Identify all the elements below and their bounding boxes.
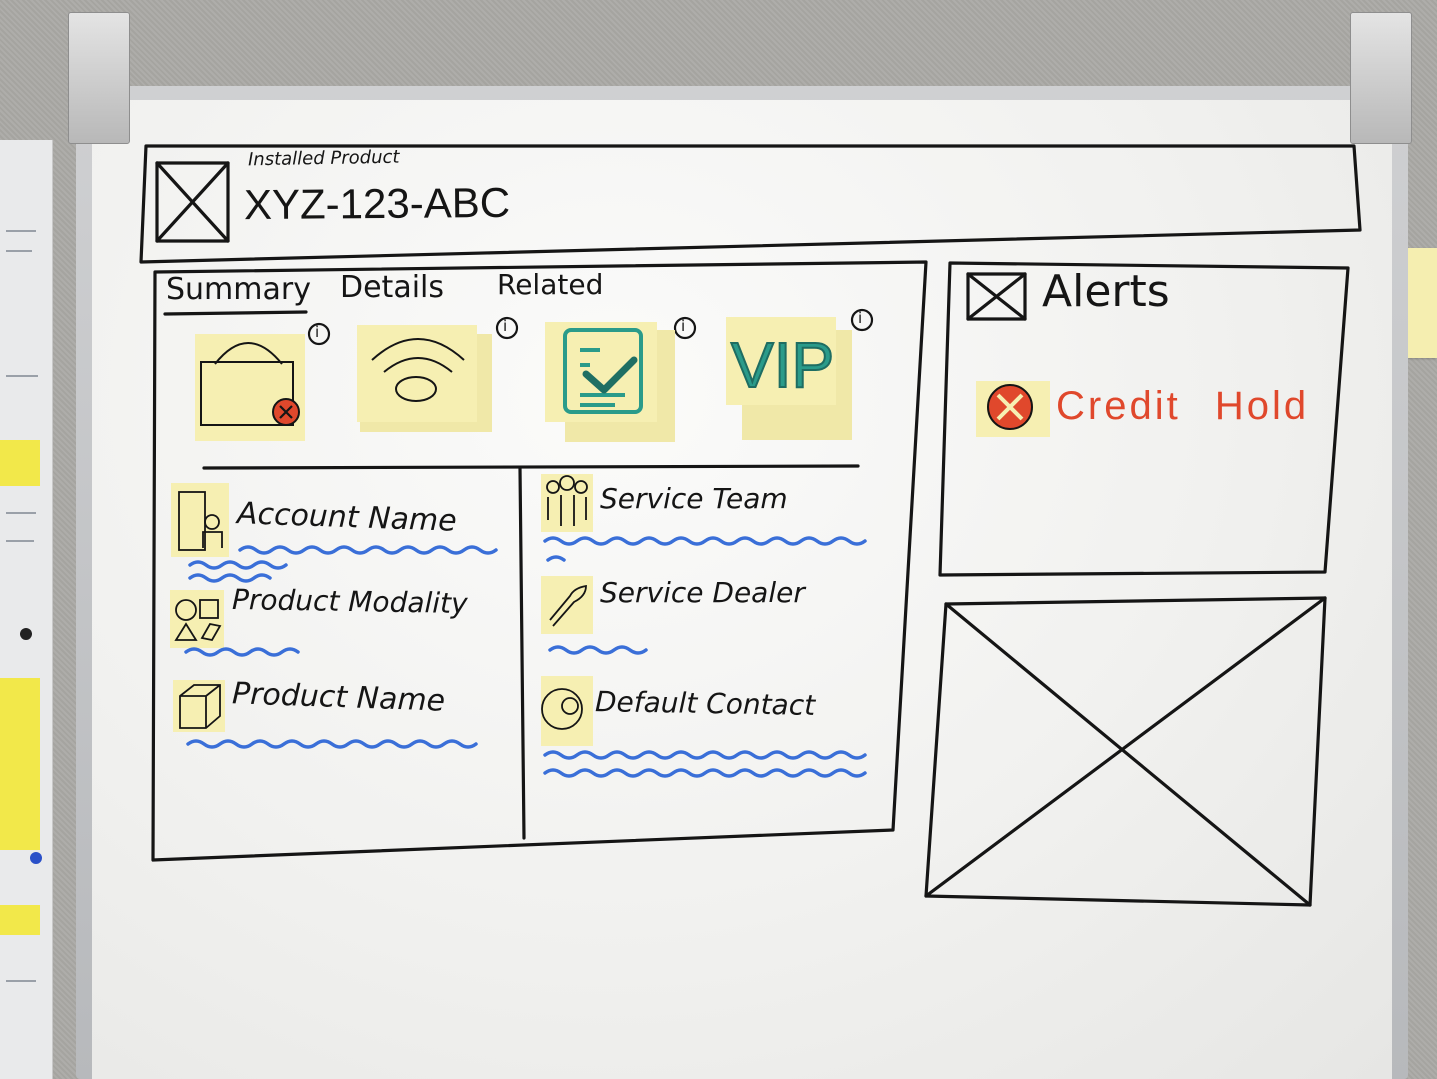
wifi-signal-icon [371,338,465,402]
default-contact-label: Default Contact [594,685,816,722]
product-modality-label: Product Modality [231,582,468,621]
info-icon[interactable]: i [681,317,686,335]
shapes-icon [175,599,197,621]
vip-badge-icon: VIP [731,329,834,401]
info-icon[interactable]: i [858,309,863,327]
info-circles [307,308,874,346]
board-clip-right [1350,12,1412,144]
page-title: XYZ-123-ABC [243,178,511,229]
product-name-label: Product Name [231,676,446,719]
team-icon [546,480,560,494]
tab-related[interactable]: Related [497,268,604,301]
wrench-icon [549,584,587,627]
tab-summary[interactable]: Summary [166,272,311,307]
lock-error-icon [200,342,294,426]
wall-papers [0,140,53,1079]
tab-details[interactable]: Details [340,270,445,305]
alerts-title: Alerts [1042,266,1170,317]
board-clip-left [68,12,130,144]
service-dealer-label: Service Dealer [600,576,805,609]
value-squiggles [184,536,867,778]
info-icon[interactable]: i [503,317,508,335]
cube-icon [179,684,221,729]
info-icon[interactable]: i [315,323,320,341]
alert-credit-hold[interactable]: Credit Hold [1056,384,1310,428]
checklist-icon [563,328,643,414]
header-subtitle: Installed Product [247,146,400,171]
service-team-label: Service Team [600,482,788,515]
contact-icon [541,688,583,730]
status-stickies [195,317,852,442]
